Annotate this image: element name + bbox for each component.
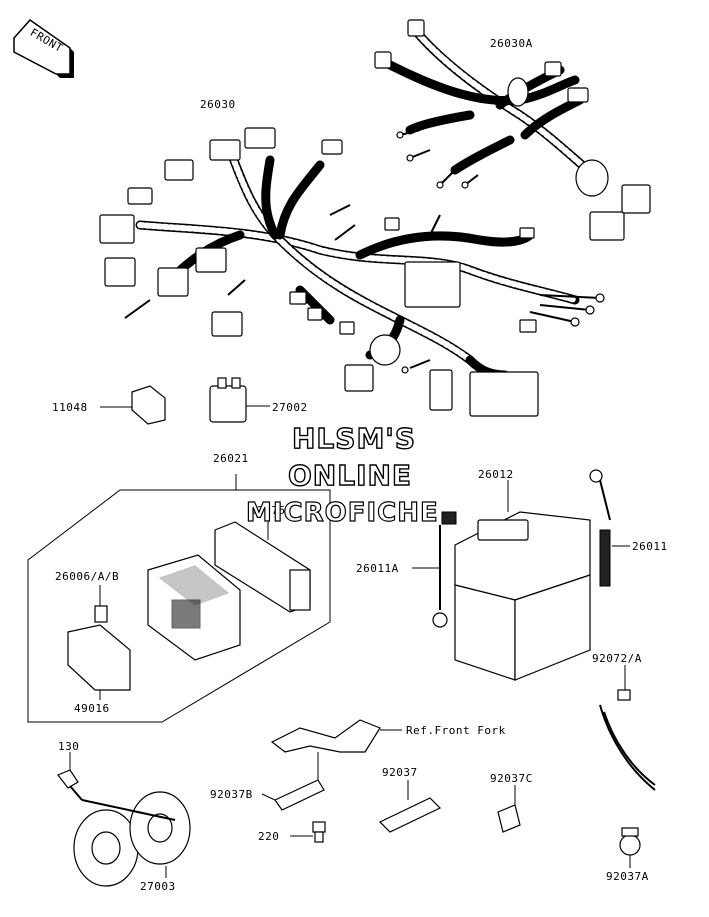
label-horn-27003: 27003 xyxy=(140,880,176,893)
clamp xyxy=(619,827,641,868)
watermark-line-3: MICROFICHE xyxy=(246,498,439,528)
label-bolt-220: 220 xyxy=(258,830,279,843)
plate xyxy=(378,780,442,833)
fuse-cover xyxy=(67,624,131,700)
label-lead-26011: 26011 xyxy=(632,540,668,553)
label-cover-49016: 49016 xyxy=(74,702,110,715)
watermark-line-1: HLSM'S xyxy=(292,422,416,455)
main-wiring-harness xyxy=(99,127,605,417)
label-bolt-130: 130 xyxy=(58,740,79,753)
control-unit xyxy=(147,554,241,661)
battery xyxy=(441,480,591,681)
sub-wiring-harness xyxy=(374,19,651,241)
battery-lead-negative xyxy=(412,525,448,628)
horn xyxy=(73,791,191,887)
fuse xyxy=(94,585,108,623)
plate-b xyxy=(261,779,325,811)
label-plate-92037B: 92037B xyxy=(210,788,253,801)
front-arrow-icon xyxy=(13,19,74,78)
kit-outline xyxy=(27,474,331,723)
label-battery-26012: 26012 xyxy=(478,468,514,481)
label-band-92072A: 92072/A xyxy=(592,652,642,665)
watermark-line-2: ONLINE xyxy=(288,459,412,492)
rubber-band xyxy=(214,516,311,613)
label-harness-26030A: 26030A xyxy=(490,37,533,50)
label-lead-26011A: 26011A xyxy=(356,562,399,575)
label-kit-26021: 26021 xyxy=(213,452,249,465)
plate-c xyxy=(497,785,521,833)
cable-band xyxy=(599,665,656,791)
label-clip-11048: 11048 xyxy=(52,401,88,414)
small-bolt xyxy=(290,821,326,843)
label-ref-front-fork: Ref.Front Fork xyxy=(406,724,506,737)
label-clamp-92037A: 92037A xyxy=(606,870,649,883)
battery-lead-positive xyxy=(589,469,630,587)
harness-clip xyxy=(100,385,166,425)
front-fork-bracket xyxy=(270,719,402,780)
relay xyxy=(209,377,270,423)
label-fuse-26006: 26006/A/B xyxy=(55,570,119,583)
label-plate-92037: 92037 xyxy=(382,766,418,779)
label-relay-27002: 27002 xyxy=(272,401,308,414)
bolt xyxy=(57,752,83,801)
label-band-92075: 92075 xyxy=(250,504,286,517)
label-harness-26030: 26030 xyxy=(200,98,236,111)
label-plate-92037C: 92037C xyxy=(490,772,533,785)
